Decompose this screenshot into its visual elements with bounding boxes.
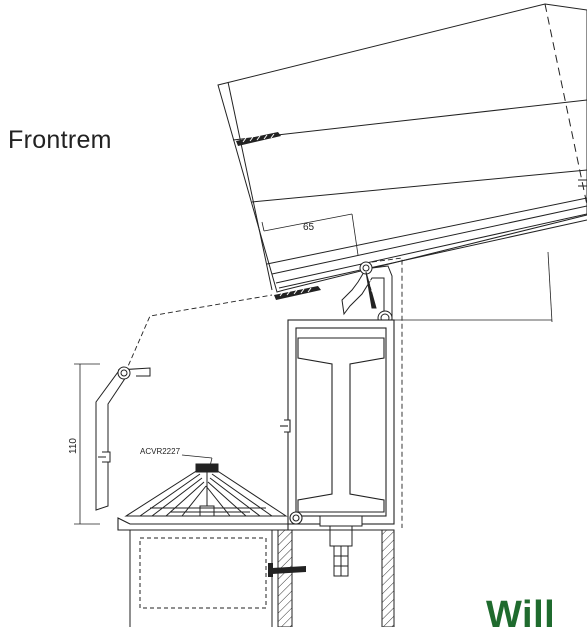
base-ledge bbox=[117, 511, 303, 531]
gutter-profile bbox=[95, 366, 151, 511]
leader-lines bbox=[392, 251, 553, 323]
bolt-icon bbox=[319, 515, 363, 577]
dimension-110-label: 110 bbox=[68, 438, 79, 454]
drawing-title: Frontrem bbox=[8, 126, 112, 154]
beam-profile bbox=[280, 319, 395, 525]
roof-panel bbox=[217, 3, 587, 293]
screw-side-icon bbox=[268, 563, 306, 577]
dimension-110: 110 bbox=[68, 363, 100, 525]
part-label: ACVR2227 bbox=[140, 447, 181, 456]
dimension-65-label: 65 bbox=[303, 222, 315, 233]
lower-frame bbox=[129, 530, 273, 627]
screw-top-icon bbox=[236, 132, 281, 146]
dashed-outline bbox=[121, 257, 403, 528]
screw-bottom-icon bbox=[274, 286, 321, 300]
part-label-group: ACVR2227 bbox=[140, 447, 213, 467]
ridge-profile bbox=[124, 463, 288, 517]
dimension-65: 65 bbox=[261, 213, 359, 256]
hatched-wall bbox=[277, 529, 395, 627]
brand-logo: Will bbox=[486, 594, 556, 627]
